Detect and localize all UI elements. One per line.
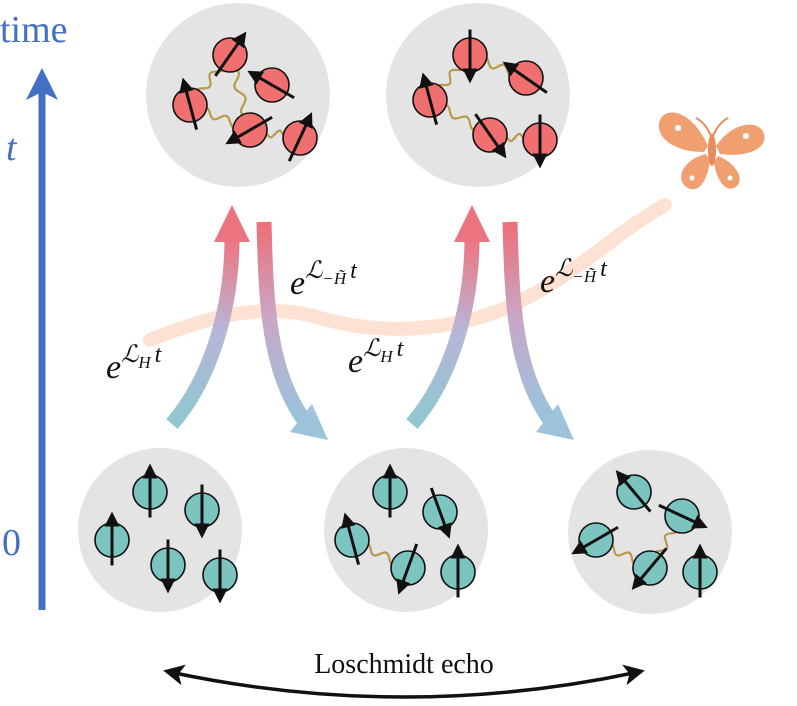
spin: [615, 470, 652, 513]
spin: [502, 60, 548, 96]
spin-arrow-icon: [396, 543, 419, 595]
cluster-bottom-1: [78, 448, 242, 612]
spin: [282, 112, 318, 162]
op-base: e: [290, 265, 305, 302]
spin-arrow-icon: [287, 112, 313, 162]
axis-arrowhead-icon: [26, 68, 58, 100]
spin: [212, 31, 248, 77]
loschmidt-echo: Loschmidt echo: [163, 649, 645, 699]
backward-arrowhead-2-icon: [536, 404, 574, 440]
spin: [682, 543, 718, 598]
spin-arrow-icon: [658, 503, 708, 529]
spin-arrow-icon: [571, 525, 619, 555]
time-axis: time t 0: [0, 9, 68, 610]
spin-arrow-icon: [502, 61, 548, 94]
spin: [522, 114, 558, 169]
forward-arrow-1: [166, 237, 240, 429]
forward-arrow-2: [406, 237, 480, 429]
spin: [94, 511, 130, 566]
op-var: t: [600, 256, 608, 282]
op-sub: H: [379, 347, 394, 366]
echo-caption: Loschmidt echo: [314, 649, 494, 680]
op-var: t: [397, 336, 405, 362]
op-base: e: [106, 349, 121, 386]
spin: [247, 67, 295, 103]
axis-label-zero: 0: [2, 522, 21, 564]
backward-arrowhead-1-icon: [290, 404, 328, 440]
op-script: ℒ: [555, 256, 573, 282]
operator-backward-2: eℒ−H̃t: [540, 256, 608, 300]
spin: [225, 112, 273, 148]
op-script: ℒ: [121, 342, 139, 368]
op-script: ℒ: [363, 336, 381, 362]
spin: [412, 72, 448, 126]
op-base: e: [540, 263, 555, 300]
axis-label-t: t: [6, 127, 18, 169]
spin: [172, 77, 208, 131]
spin: [422, 487, 458, 539]
cluster-top-1: [146, 3, 330, 187]
op-sub: −H̃: [322, 269, 347, 288]
cluster-background: [146, 3, 330, 187]
spin: [440, 543, 476, 598]
spin-arrow-icon: [615, 470, 652, 513]
cluster-bottom-3: [568, 450, 732, 614]
spin-clusters: [78, 3, 732, 614]
spin: [372, 463, 408, 518]
op-var: t: [350, 258, 358, 284]
spin-arrow-icon: [474, 113, 507, 159]
operator-backward-1: eℒ−H̃t: [290, 258, 358, 302]
spin: [132, 463, 168, 518]
spin: [631, 547, 668, 590]
spin-arrow-icon: [631, 547, 668, 590]
cluster-top-2: [386, 3, 570, 187]
backward-arrow-1: [256, 221, 311, 425]
spin: [571, 522, 619, 558]
spin-arrow-icon: [419, 72, 439, 126]
op-base: e: [348, 343, 363, 380]
evolution-arrows: [166, 205, 574, 440]
spin: [202, 549, 238, 604]
butterfly-icon: [658, 112, 765, 190]
spin-arrow-icon: [429, 487, 452, 539]
spin: [452, 29, 488, 84]
spin: [150, 539, 186, 594]
op-sub: H: [137, 353, 152, 372]
spin-arrow-icon: [341, 512, 361, 566]
spin: [390, 543, 426, 595]
svg-text:eℒ−H̃t: eℒ−H̃t: [290, 258, 358, 302]
axis-label-time: time: [0, 9, 68, 51]
op-var: t: [155, 342, 163, 368]
op-sub: −H̃: [572, 267, 597, 286]
backward-arrow-2: [502, 221, 557, 425]
spin: [472, 113, 508, 159]
spin-arrow-icon: [247, 70, 295, 100]
svg-text:eℒ−H̃t: eℒ−H̃t: [540, 256, 608, 300]
spin-arrow-icon: [179, 77, 199, 131]
spin: [658, 498, 708, 534]
spin: [184, 484, 220, 539]
echo-double-arrow: [163, 664, 645, 699]
forward-arrowhead-1-icon: [214, 205, 250, 242]
spin-arrow-icon: [225, 115, 273, 145]
spin: [334, 512, 370, 566]
forward-arrowhead-2-icon: [454, 205, 490, 242]
op-script: ℒ: [305, 258, 323, 284]
cluster-bottom-2: [324, 448, 488, 612]
spin-arrow-icon: [214, 31, 247, 77]
